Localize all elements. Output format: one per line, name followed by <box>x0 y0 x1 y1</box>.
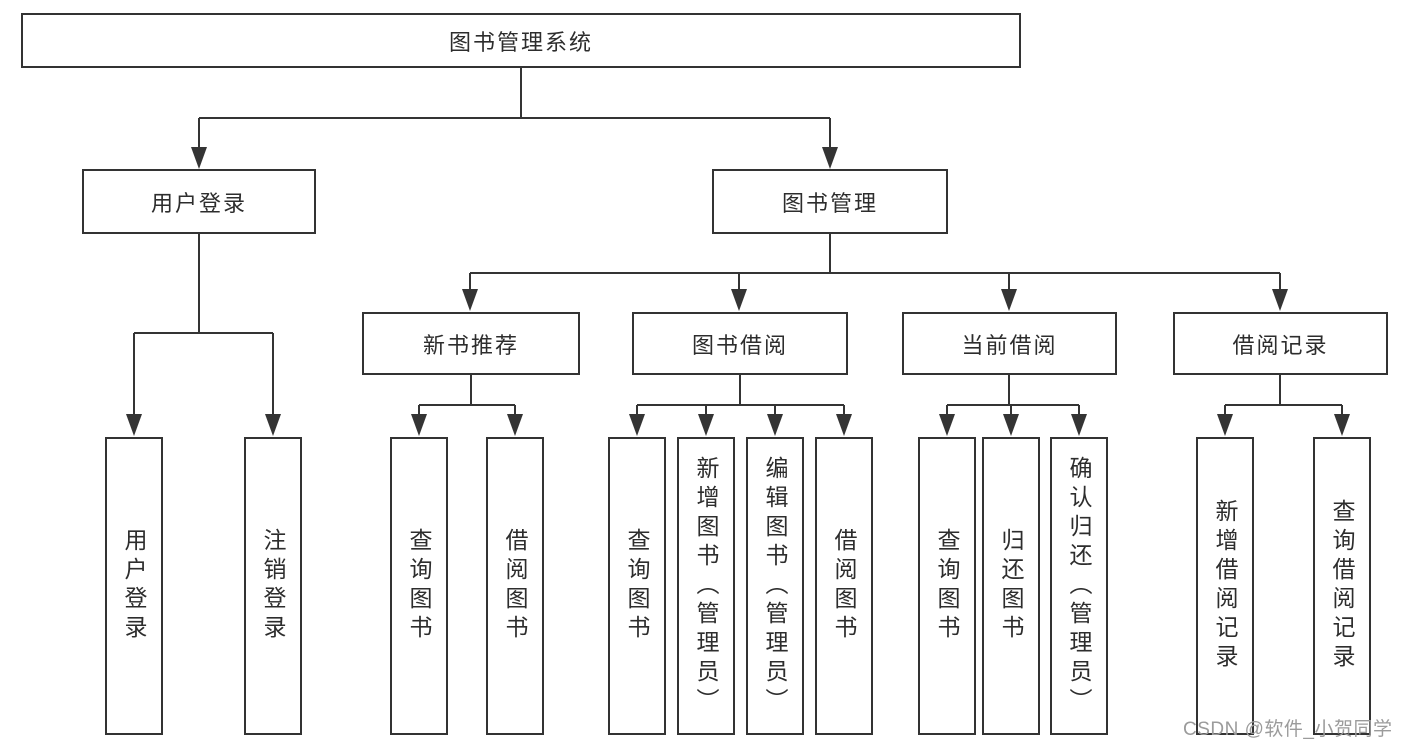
connector-user-login <box>133 234 274 423</box>
connector-group-recommend <box>418 375 516 423</box>
connector-root <box>198 68 831 156</box>
leaf-borrow-query-books: 查询图书 <box>608 437 666 735</box>
node-book-management: 图书管理 <box>712 169 948 234</box>
node-current-borrow: 当前借阅 <box>902 312 1117 375</box>
leaf-recommend-query-books: 查询图书 <box>390 437 448 735</box>
arrowheads <box>126 147 1350 436</box>
node-new-book-recommend: 新书推荐 <box>362 312 580 375</box>
leaf-borrow-books: 借阅图书 <box>815 437 873 735</box>
watermark: CSDN @软件_小贺同学 <box>1183 719 1393 740</box>
node-book-borrow: 图书借阅 <box>632 312 848 375</box>
leaf-return-books: 归还图书 <box>982 437 1040 735</box>
leaf-add-book-admin: 新增图书（管理员） <box>677 437 735 735</box>
node-library-system: 图书管理系统 <box>21 13 1021 68</box>
leaf-add-borrow-record: 新增借阅记录 <box>1196 437 1254 735</box>
leaf-user-login: 用户登录 <box>105 437 163 735</box>
node-borrow-records: 借阅记录 <box>1173 312 1388 375</box>
leaf-logout: 注销登录 <box>244 437 302 735</box>
connector-group-borrow <box>636 375 845 423</box>
leaf-edit-book-admin: 编辑图书（管理员） <box>746 437 804 735</box>
leaf-query-borrow-record: 查询借阅记录 <box>1313 437 1371 735</box>
leaf-confirm-return-admin: 确认归还（管理员） <box>1050 437 1108 735</box>
connector-group-records <box>1224 375 1343 423</box>
leaf-recommend-borrow-books: 借阅图书 <box>486 437 544 735</box>
leaf-current-query-books: 查询图书 <box>918 437 976 735</box>
connector-book-mgmt <box>469 234 1281 298</box>
node-user-login: 用户登录 <box>82 169 316 234</box>
